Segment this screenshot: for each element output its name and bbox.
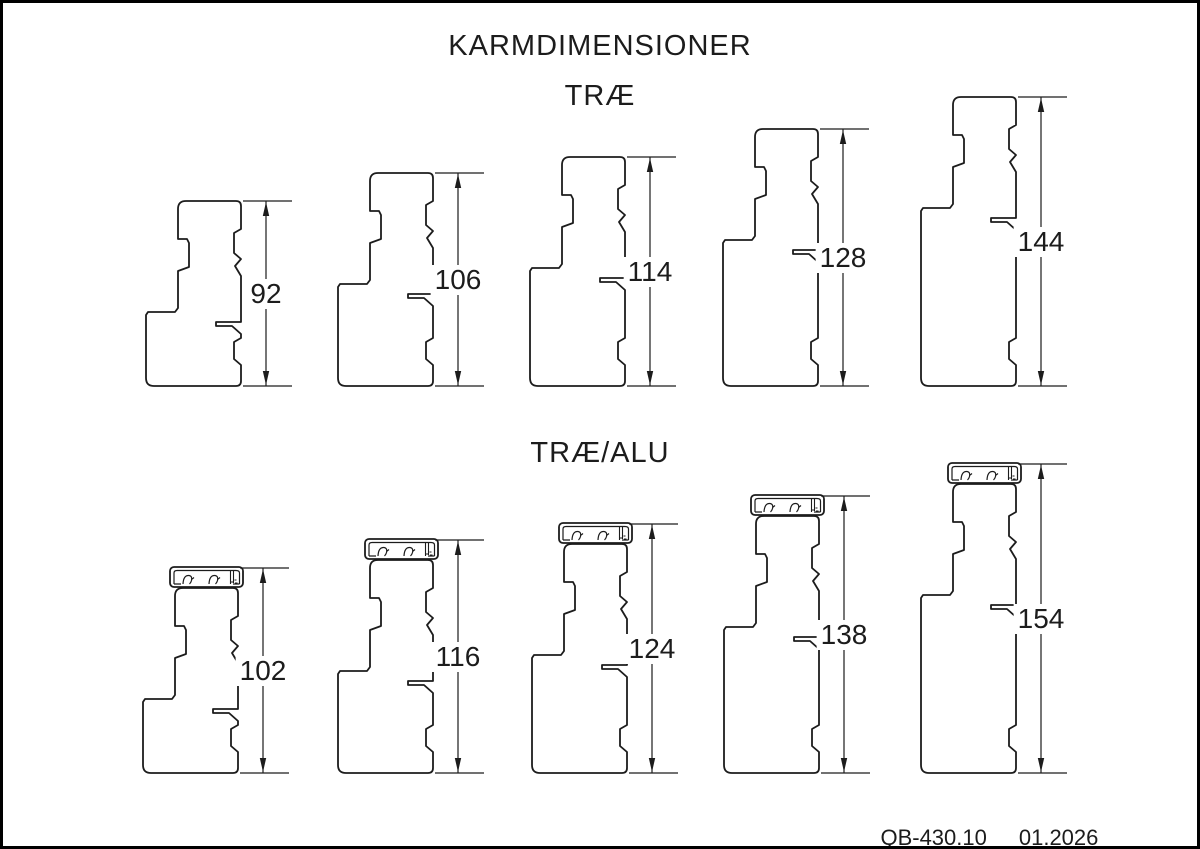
dimension-label: 154: [1013, 603, 1069, 634]
wood-profile-outline: [723, 515, 820, 774]
wood-profile-outline: [920, 96, 1017, 387]
cap-channel: [229, 571, 238, 584]
cap-clip-hooks: [763, 502, 802, 513]
profile-column-tr--144: 144: [919, 95, 1084, 388]
alu-cap: [169, 566, 244, 588]
profile-drawing: [531, 522, 678, 774]
alu-cap: [558, 522, 633, 544]
profile-column-tr-alu-102: 102: [141, 566, 306, 775]
cap-clip-hooks: [377, 546, 416, 557]
cap-clip-hooks: [960, 470, 999, 481]
document-code: QB-430.10: [880, 825, 987, 849]
dimension-label: 92: [246, 278, 286, 309]
arrowhead-up: [646, 158, 654, 172]
profile-column-tr-alu-154: 154: [919, 462, 1084, 775]
wood-profile-outline: [145, 200, 242, 387]
arrowhead-down: [454, 758, 462, 772]
cap-channel: [810, 499, 819, 512]
dimension-lines: [629, 523, 678, 774]
profile-drawing: [145, 200, 292, 387]
profile-drawing: [920, 462, 1067, 774]
arrowhead-up: [454, 174, 462, 188]
document-date: 01.2026: [1018, 825, 1099, 849]
arrowhead-down: [454, 371, 462, 385]
arrowhead-up: [648, 525, 656, 539]
dimension-label: 114: [623, 256, 677, 287]
wood-profile-outline: [722, 128, 819, 387]
profile-column-tr--106: 106: [336, 171, 501, 388]
arrowhead-up: [840, 497, 848, 511]
arrowhead-down: [262, 371, 270, 385]
cap-channel: [618, 527, 627, 540]
profile-column-tr--92: 92: [144, 199, 309, 388]
cap-clip-hooks: [182, 574, 221, 585]
profile-column-tr--128: 128: [721, 127, 886, 388]
wood-profile-outline: [142, 587, 239, 774]
arrowhead-down: [646, 371, 654, 385]
dimension-label: 116: [431, 641, 485, 672]
arrowhead-up: [454, 541, 462, 555]
arrowhead-up: [839, 130, 847, 144]
profile-column-tr-alu-116: 116: [336, 538, 501, 775]
arrowhead-down: [1037, 758, 1045, 772]
profile-column-tr-alu-138: 138: [722, 494, 887, 775]
cap-channel: [1007, 467, 1016, 480]
drawing-footer: QB-430.10 01.2026: [856, 799, 1099, 849]
wood-profile-outline: [920, 483, 1017, 774]
wood-profile-outline: [337, 172, 434, 387]
wood-profile-outline: [337, 559, 434, 774]
arrowhead-up: [259, 569, 267, 583]
arrowhead-up: [262, 202, 270, 216]
arrowhead-up: [1037, 465, 1045, 479]
profile-column-tr--114: 114: [528, 155, 693, 388]
dimension-label: 102: [235, 655, 291, 686]
cap-channel: [424, 543, 433, 556]
arrowhead-up: [1037, 98, 1045, 112]
arrowhead-down: [839, 371, 847, 385]
section-label-trae: TRÆ: [564, 80, 636, 112]
section-label-trae-alu: TRÆ/ALU: [530, 437, 670, 469]
wood-profile-outline: [529, 156, 626, 387]
drawing-title: KARMDIMENSIONER: [448, 30, 752, 62]
wood-profile-outline: [531, 543, 628, 774]
alu-cap: [364, 538, 439, 560]
profile-column-tr-alu-124: 124: [530, 522, 695, 775]
dimension-label: 144: [1013, 226, 1069, 257]
dimension-label: 124: [624, 633, 680, 664]
arrowhead-down: [259, 758, 267, 772]
dimension-label: 138: [816, 619, 872, 650]
arrowhead-down: [648, 758, 656, 772]
dimension-label: 106: [430, 264, 486, 295]
cap-clip-hooks: [571, 530, 610, 541]
arrowhead-down: [840, 758, 848, 772]
alu-cap: [750, 494, 825, 516]
arrowhead-down: [1037, 371, 1045, 385]
dimension-label: 128: [815, 242, 871, 273]
alu-cap: [947, 462, 1022, 484]
